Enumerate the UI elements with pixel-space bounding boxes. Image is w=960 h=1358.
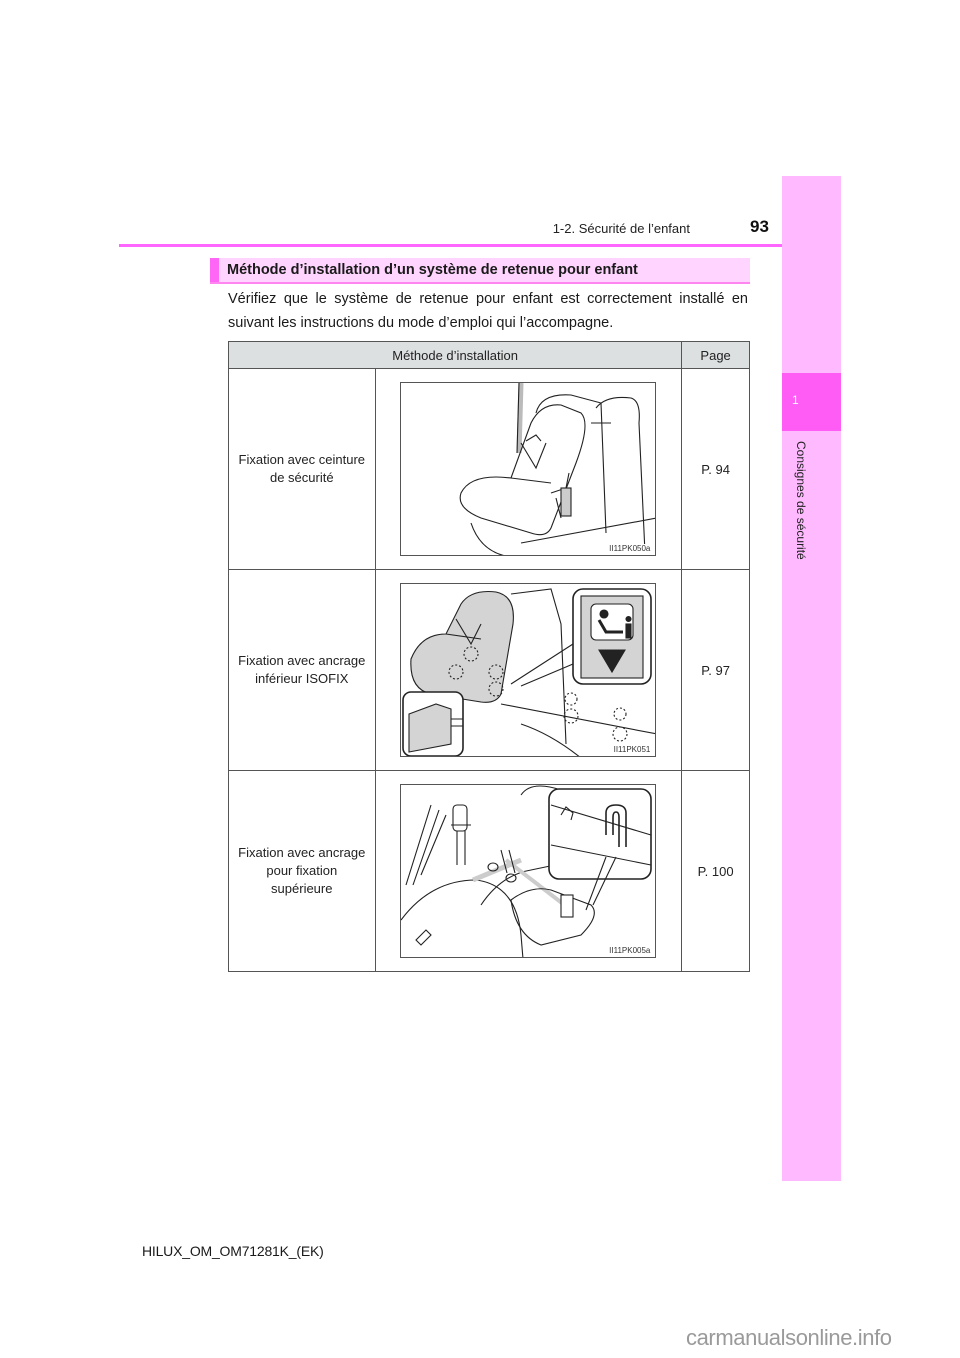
figure-code: II11PK050a [608, 544, 652, 553]
figure-cell: II11PK051 [374, 569, 683, 771]
chapter-number: 1 [792, 393, 799, 407]
section-title: Méthode d’installation d’un système de r… [227, 262, 638, 278]
figure-code: II11PK005a [608, 946, 652, 955]
column-header-method: Méthode d’installation [227, 341, 683, 369]
intro-paragraph: Vérifiez que le système de retenue pour … [228, 291, 748, 331]
method-name: Fixation avec ceinture de sécurité [228, 368, 376, 570]
figure-cell: II11PK005a [374, 770, 683, 972]
chapter-title: Consignes de sécurité [794, 441, 808, 560]
installation-methods-table: Méthode d’installation Page Fixation ave… [227, 341, 750, 972]
page-number: 93 [750, 217, 769, 236]
running-header-section: 1-2. Sécurité de l’enfant [552, 221, 690, 236]
table-row: Fixation avec ceinture de sécurité [228, 368, 750, 570]
header-rule [119, 244, 841, 247]
page-reference[interactable]: P. 97 [681, 569, 750, 771]
section-heading-accent [210, 258, 219, 282]
figure-cell: II11PK050a [374, 368, 683, 570]
chapter-number-tab[interactable]: 1 [782, 373, 841, 431]
figure-code: II11PK051 [612, 745, 652, 754]
child-seat-isofix-illustration: II11PK051 [400, 583, 657, 757]
page-reference[interactable]: P. 100 [681, 770, 750, 972]
section-heading: Méthode d’installation d’un système de r… [210, 258, 750, 284]
watermark: carmanualsonline.info [686, 1325, 892, 1350]
child-seat-seatbelt-illustration: II11PK050a [400, 382, 657, 556]
method-name: Fixation avec ancrage inférieur ISOFIX [228, 569, 376, 771]
table-header-row: Méthode d’installation Page [227, 341, 750, 369]
top-tether-anchor-illustration: II11PK005a [400, 784, 657, 958]
table-row: Fixation avec ancrage inférieur ISOFIX [228, 569, 750, 771]
column-header-page: Page [681, 341, 750, 369]
chapter-side-tab: 1 Consignes de sécurité [782, 176, 841, 1181]
page-reference[interactable]: P. 94 [681, 368, 750, 570]
model-code-footer: HILUX_OM_OM71281K_(EK) [142, 1243, 324, 1259]
table-row: Fixation avec ancrage pour fixation supé… [228, 770, 750, 972]
method-name: Fixation avec ancrage pour fixation supé… [228, 770, 376, 972]
